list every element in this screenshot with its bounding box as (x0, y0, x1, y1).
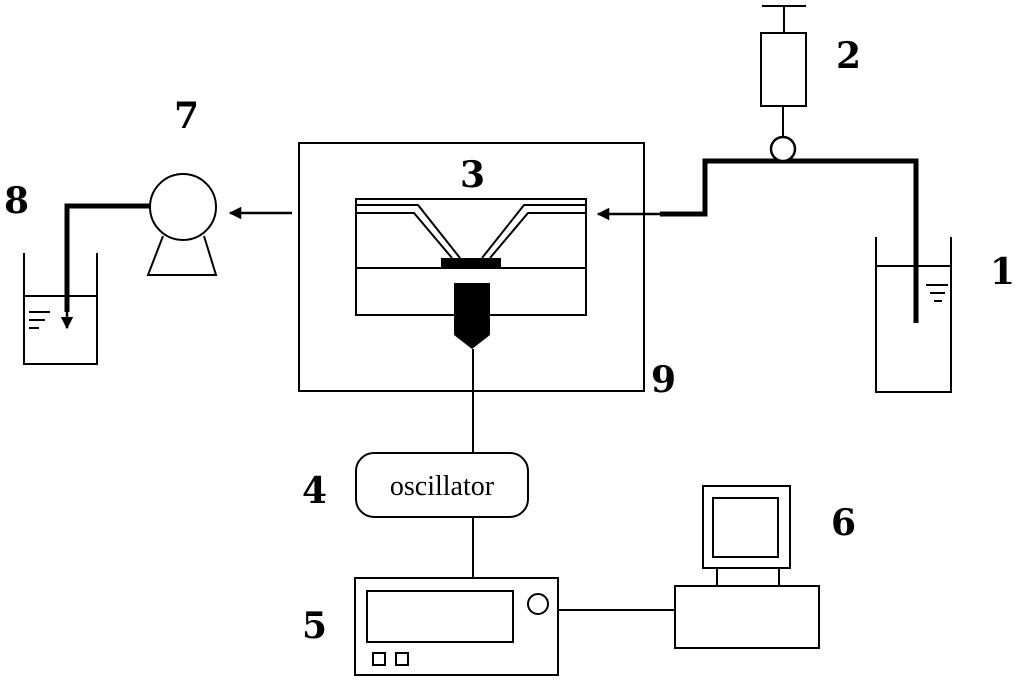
oscillator-label: oscillator (390, 471, 495, 502)
label-9: 9 (651, 359, 676, 401)
label-3: 3 (460, 154, 485, 196)
microfluidic-chip (355, 198, 587, 349)
waste-beaker (23, 253, 98, 365)
label-8: 8 (4, 180, 29, 222)
label-4: 4 (302, 470, 327, 512)
computer (674, 485, 820, 649)
label-5: 5 (302, 605, 327, 647)
label-2: 2 (836, 35, 861, 77)
enclosure-box (298, 142, 645, 392)
signal-generator (354, 577, 559, 676)
wiring (472, 349, 676, 611)
label-1: 1 (990, 251, 1015, 293)
waste-tubing (60, 203, 150, 330)
label-6: 6 (831, 502, 856, 544)
label-7: 7 (174, 95, 199, 137)
syringe (760, 5, 807, 163)
peristaltic-pump (146, 173, 218, 276)
oscillator-box: oscillator (355, 452, 529, 518)
inlet-tubing (596, 158, 919, 323)
